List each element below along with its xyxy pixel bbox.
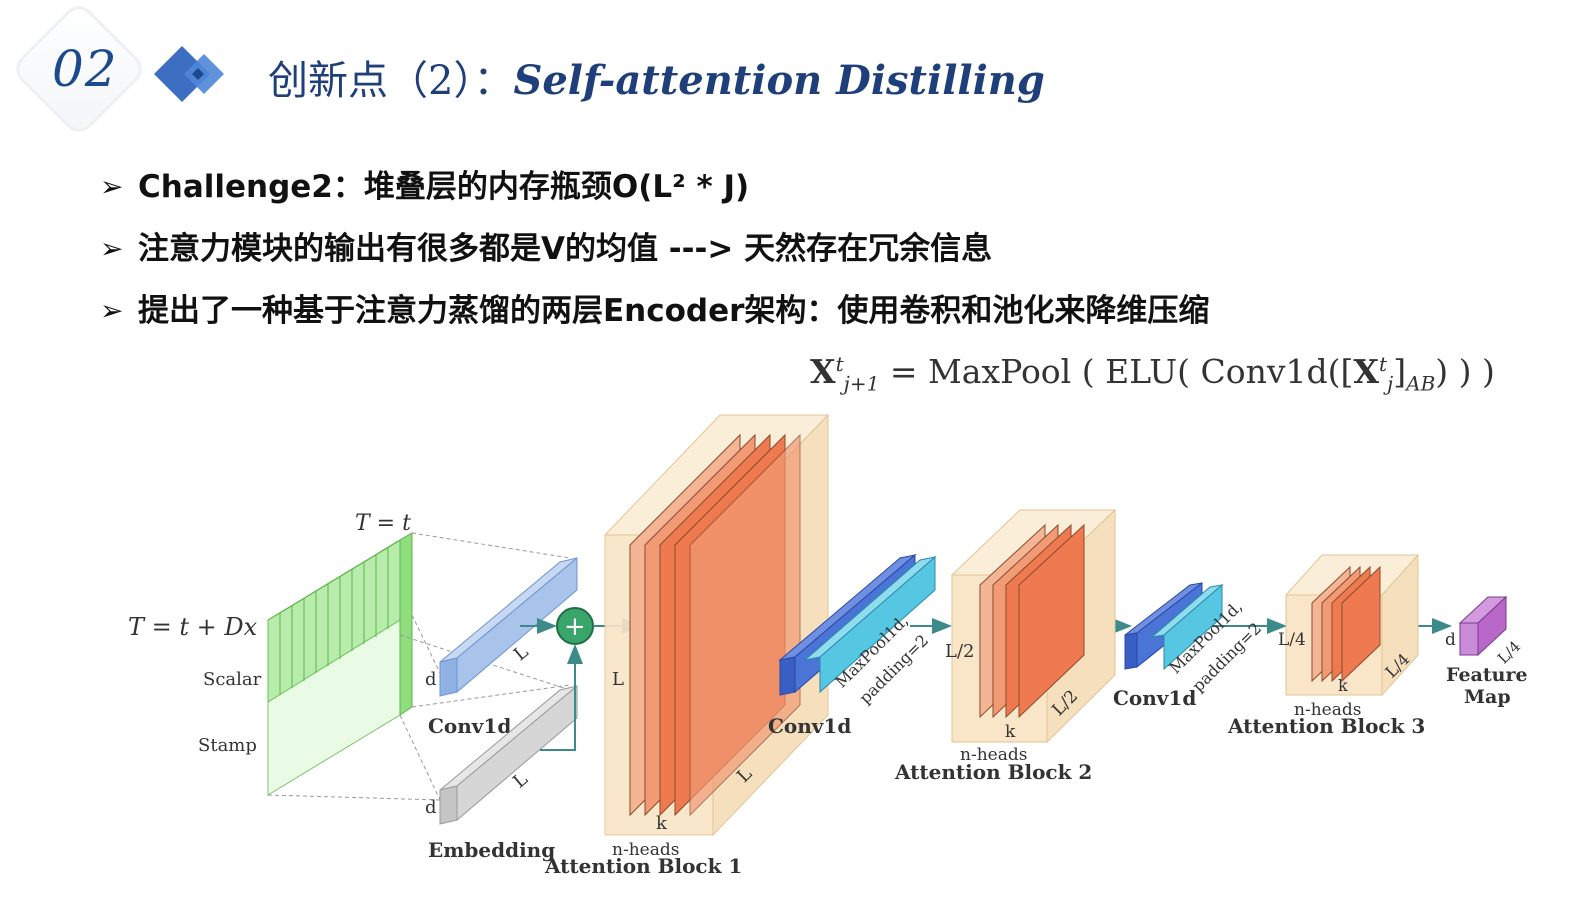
formula-arg-sub: j: [1387, 371, 1394, 396]
attention-block-2: [950, 508, 1117, 744]
dashed-connectors: [267, 532, 571, 801]
label-block2-title: Attention Block 2: [894, 760, 1092, 784]
formula-arg-sup: t: [1379, 352, 1388, 376]
label-block3-title: Attention Block 3: [1227, 714, 1425, 738]
label-t-dx: T = t + Dx: [128, 613, 258, 641]
slide-header: 02 创新点（2）：Self-attention Distilling: [0, 0, 1594, 150]
section-number: 02: [52, 40, 118, 98]
formula-paren: ) ) ): [1435, 352, 1495, 391]
embedding-bar: [439, 684, 578, 825]
conv1d-token-bar: [439, 556, 578, 697]
label-block1-title: Attention Block 1: [544, 854, 742, 878]
formula-lhs: X: [810, 352, 836, 391]
input-embedding-stack: [267, 532, 413, 796]
formula-conv: Conv1d: [1200, 352, 1328, 391]
label-embedding: Embedding: [428, 838, 555, 862]
formula-elu: ELU: [1105, 352, 1178, 391]
label-L-conv: L: [510, 641, 533, 665]
label-conv1d-3: Conv1d: [1113, 686, 1196, 710]
conv1d-distill-bar-1: [778, 553, 937, 696]
label-block2-k: k: [1005, 722, 1016, 742]
formula-maxpool: MaxPool: [928, 352, 1072, 391]
add-node-icon: +: [556, 607, 594, 645]
label-stamp: Stamp: [198, 735, 257, 756]
label-block3-k: k: [1338, 676, 1348, 695]
label-feat-d: d: [1445, 630, 1456, 650]
plus-sign: +: [564, 612, 586, 642]
slide-title-en: Self-attention Distilling: [513, 57, 1045, 104]
label-conv1d-1: Conv1d: [428, 714, 511, 738]
distilling-formula: Xtj+1 = MaxPool ( ELU( Conv1d([Xtj]AB) )…: [810, 352, 1495, 396]
slide-title: 创新点（2）：Self-attention Distilling: [268, 48, 1045, 106]
label-feature: Feature: [1446, 664, 1528, 686]
arrow-bullet-icon: ➢: [100, 170, 124, 203]
formula-lhs-sub: j+1: [843, 371, 880, 396]
input-stripes: [279, 548, 389, 695]
arrow-bullet-icon: ➢: [100, 232, 124, 265]
label-block1-heads: n-heads: [612, 840, 679, 860]
label-block3-heads: n-heads: [1294, 700, 1361, 720]
arrow-bullet-icon: ➢: [100, 294, 124, 327]
bullet-text: Challenge2：堆叠层的内存瓶颈O(L² * J): [138, 169, 750, 205]
formula-arg-tag: AB: [1406, 371, 1436, 396]
label-d-conv: d: [425, 669, 437, 690]
bullet-text: 提出了一种基于注意力蒸馏的两层Encoder架构：使用卷积和池化来降维压缩: [138, 293, 1210, 329]
label-feat-L: L/4: [1494, 637, 1524, 667]
formula-bracket: ([: [1327, 352, 1354, 391]
bullet-text: 注意力模块的输出有很多都是V的均值 ---> 天然存在冗余信息: [138, 231, 993, 267]
diamond-icon: [154, 46, 224, 102]
label-block1-L: L: [612, 669, 624, 690]
attention-block-1: [603, 413, 830, 837]
label-d-emb: d: [425, 797, 437, 818]
label-block3-L: L/4: [1278, 630, 1306, 650]
label-block1-k: k: [656, 813, 668, 834]
formula-paren: (: [1081, 352, 1095, 391]
conv1d-distill-bar-2: [1124, 581, 1224, 671]
formula-bracket: ]: [1393, 352, 1407, 391]
encoder-architecture-diagram: T = t T = t + Dx Scalar Stamp d L Conv1d…: [128, 413, 1528, 878]
feature-map-bar: [1458, 595, 1508, 657]
attention-block-3: [1284, 553, 1420, 697]
label-scalar: Scalar: [203, 669, 262, 690]
formula-lhs-sup: t: [835, 352, 844, 376]
label-block2-L: L/2: [945, 641, 974, 662]
formula-equals: =: [889, 352, 918, 391]
label-conv1d-2: Conv1d: [768, 714, 851, 738]
label-t: T = t: [355, 511, 411, 536]
formula-paren: (: [1177, 352, 1190, 391]
slide-title-cn: 创新点（2）：: [268, 58, 514, 104]
label-block2-heads: n-heads: [960, 745, 1027, 765]
formula-arg: X: [1353, 352, 1379, 391]
label-map: Map: [1464, 686, 1511, 708]
